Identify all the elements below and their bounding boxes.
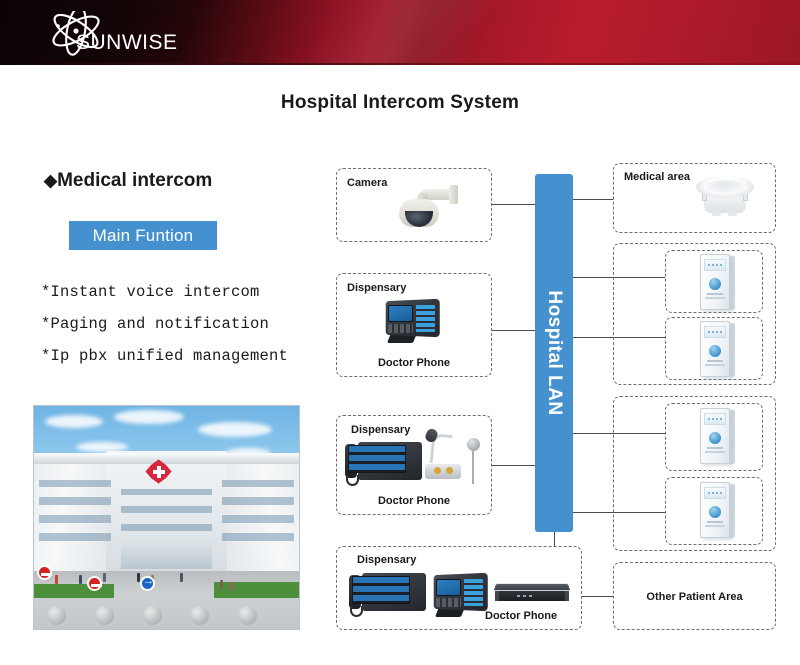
node-dispensary-2[interactable]: Dispensary Doctor Phone <box>336 415 492 515</box>
cloud-icon <box>76 441 129 452</box>
window-band <box>39 533 111 541</box>
window-band <box>39 515 111 524</box>
bollard <box>142 606 162 625</box>
page-title: Hospital Intercom System <box>280 92 520 113</box>
window-band <box>222 479 294 488</box>
feature-list: *Instant voice intercom *Paging and noti… <box>41 276 321 372</box>
node-dispensary-1-caption: Doctor Phone <box>377 357 451 369</box>
bollard <box>238 606 258 625</box>
node-patient-group-2[interactable] <box>613 396 776 551</box>
hospital-lan-bar[interactable]: Hospital LAN <box>535 174 573 532</box>
section-heading-label: Medical intercom <box>57 170 213 191</box>
connector-line <box>492 204 535 205</box>
header-gradient <box>0 0 800 65</box>
pedestrian <box>55 575 59 585</box>
building-roofline <box>34 452 299 464</box>
header-sheen <box>0 0 800 65</box>
node-other-patient-area[interactable]: Other Patient Area <box>613 562 776 630</box>
main-function-badge-label: Main Funtion <box>92 225 194 245</box>
wall-intercom-panel-icon <box>700 254 740 312</box>
node-dispensary-3-caption: Doctor Phone <box>485 610 558 622</box>
connector-line <box>573 337 683 338</box>
cloud-icon <box>44 414 103 428</box>
connector-line <box>573 512 683 513</box>
brand-name: SUNWISE <box>76 31 178 54</box>
brand-logo: SUNWISE <box>46 11 178 57</box>
node-camera[interactable]: Camera <box>336 168 492 242</box>
building-entrance <box>121 539 212 569</box>
window-band <box>121 524 212 531</box>
node-dispensary-3[interactable]: Dispensary Doctor Phone <box>336 546 582 630</box>
pedestrian <box>137 573 141 583</box>
window-band <box>39 497 111 506</box>
no-entry-sign-icon <box>36 564 52 580</box>
node-patient-room[interactable] <box>665 317 763 380</box>
ip-desk-phone-icon <box>431 572 491 619</box>
cloud-icon <box>198 421 273 437</box>
mic-stand-icon <box>465 436 483 488</box>
header-divider <box>0 63 800 65</box>
page-header: SUNWISE <box>0 0 800 65</box>
hospital-building-photo <box>33 405 300 630</box>
bollard <box>94 606 114 625</box>
node-camera-title: Camera <box>347 177 388 189</box>
pedestrian <box>79 575 83 585</box>
wall-intercom-panel-icon <box>700 482 740 540</box>
diamond-bullet-icon: ◆ <box>44 171 58 190</box>
main-function-badge: Main Funtion <box>69 221 217 250</box>
node-dispensary-1[interactable]: Dispensary Doctor Phone <box>336 273 492 377</box>
hospital-lan-label: Hospital LAN <box>544 290 565 416</box>
node-patient-room[interactable] <box>665 250 763 313</box>
ptz-dome-camera-icon <box>399 185 461 231</box>
connector-line <box>573 433 683 434</box>
window-band <box>39 479 111 488</box>
node-patient-room[interactable] <box>665 403 763 471</box>
pedestrian <box>179 573 183 583</box>
bollard <box>190 606 210 625</box>
node-patient-group-1[interactable] <box>613 243 776 385</box>
console-phone-icon <box>349 573 429 621</box>
node-patient-room[interactable] <box>665 477 763 545</box>
list-item: *Instant voice intercom <box>41 283 260 301</box>
list-item: *Paging and notification <box>41 315 270 333</box>
console-phone-icon <box>345 442 425 490</box>
node-other-patient-area-title: Other Patient Area <box>646 591 743 603</box>
pedestrian <box>219 579 223 589</box>
pedestrian <box>230 582 234 592</box>
section-heading-medical-intercom: ◆Medical intercom <box>44 170 212 192</box>
atom-icon <box>52 11 100 56</box>
connector-line <box>492 465 535 466</box>
connector-line <box>573 199 613 200</box>
window-band <box>222 497 294 506</box>
bollard <box>47 606 67 625</box>
direction-sign-icon <box>140 575 155 592</box>
no-entry-sign-icon <box>87 576 102 592</box>
ip-desk-phone-icon <box>383 298 443 345</box>
wall-intercom-panel-icon <box>700 321 740 379</box>
node-dispensary-3-title: Dispensary <box>357 554 417 566</box>
connector-line <box>492 330 535 331</box>
paging-microphone-icon <box>423 427 465 490</box>
node-medical-area[interactable]: Medical area <box>613 163 776 233</box>
list-item: *Ip pbx unified management <box>41 347 289 365</box>
node-dispensary-2-title: Dispensary <box>351 424 411 436</box>
window-band <box>222 533 294 541</box>
connector-line <box>578 596 613 597</box>
connector-line <box>573 277 683 278</box>
window-band <box>222 515 294 524</box>
node-medical-area-title: Medical area <box>624 171 691 183</box>
ceiling-speaker-icon <box>696 176 756 220</box>
cloud-icon <box>113 410 184 425</box>
rack-server-icon <box>493 583 573 605</box>
node-dispensary-1-title: Dispensary <box>347 282 407 294</box>
window-band <box>121 488 212 496</box>
hedge <box>214 582 299 598</box>
window-band <box>121 506 212 514</box>
pedestrian <box>102 573 106 583</box>
wall-intercom-panel-icon <box>700 408 740 466</box>
plaza-ground <box>34 571 299 629</box>
node-dispensary-2-caption: Doctor Phone <box>377 495 451 507</box>
